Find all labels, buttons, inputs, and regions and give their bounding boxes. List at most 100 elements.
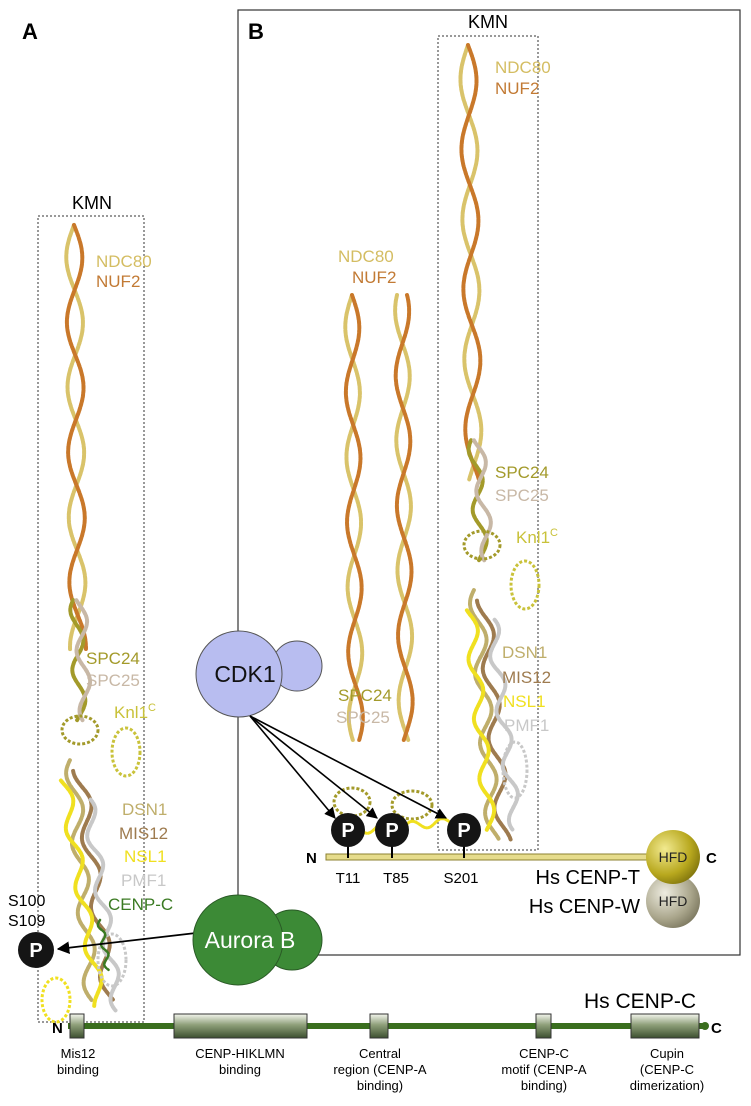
panel-b-kmn-box: [437, 35, 539, 851]
a-label-dsn1: DSN1: [122, 800, 167, 819]
b-label-ndc80-mid: NDC80: [338, 247, 394, 266]
a-label-knl1: Knl1C: [114, 702, 156, 722]
b-phospho-t85: [375, 813, 409, 847]
b-right-spc25-helix: [472, 438, 493, 563]
cdk1-arrow-t11: [249, 715, 336, 819]
b-right-mis12c-head: [501, 740, 529, 800]
panel-a-letter: A: [22, 19, 38, 44]
domain-box-central: [369, 1013, 389, 1039]
b-right-nuf2-helix: [459, 43, 483, 482]
a-spc-head: [60, 714, 100, 746]
b-right-mis12-helix: [475, 598, 513, 842]
hfd-cenpw-label: HFD: [659, 893, 688, 909]
cenpt-label: Hs CENP-T: [536, 867, 640, 889]
b-site-t85: T85: [383, 870, 409, 887]
b-phospho-label-t85: P: [385, 820, 398, 842]
b-right-nsl1-helix: [464, 608, 497, 833]
a-mis12c-head-1: [40, 976, 72, 1024]
b-phospho-label-t11: P: [341, 820, 354, 842]
b-label-dsn1: DSN1: [502, 643, 547, 662]
a-label-spc24: SPC24: [86, 649, 140, 668]
cenpt-phospho-sites: P P P: [331, 813, 481, 858]
hfd-cenpt-label: HFD: [659, 849, 688, 865]
a-site-s109: S109: [8, 913, 45, 930]
b-site-t11: T11: [336, 870, 361, 887]
panel-a-kmn-label: KMN: [72, 193, 112, 213]
a-ndc80-helix: [64, 223, 88, 653]
protein-structures: [40, 43, 541, 1024]
domain-box-motif: [535, 1013, 552, 1039]
panel-b-frame: [237, 9, 741, 956]
b-right-spc-head: [462, 529, 502, 561]
a-nuf2-helix: [64, 223, 89, 652]
domain-box-mis12: [69, 1013, 85, 1039]
cenpc-c-terminus: C: [711, 1020, 722, 1037]
a-knl1-domain: [110, 726, 142, 778]
a-spc25-helix: [74, 598, 93, 723]
b-label-nuf2-mid: NUF2: [352, 268, 396, 287]
domain-box-cupin: [630, 1013, 700, 1039]
cenpt-c-terminus: C: [706, 850, 717, 867]
cdk1-arrow-s201: [249, 715, 447, 819]
b-label-spc24-mid: SPC24: [338, 686, 392, 705]
aurora-b-kinase: Aurora B: [192, 894, 323, 986]
b-phospho-s201: [447, 813, 481, 847]
b-label-spc24-right: SPC24: [495, 463, 549, 482]
b-label-ndc80-top: NDC80: [495, 58, 551, 77]
a-spc24-helix: [68, 598, 88, 723]
cdk1-label: CDK1: [214, 661, 275, 687]
a-label-nuf2: NUF2: [96, 272, 140, 291]
cenpc-title: Hs CENP-C: [584, 990, 696, 1013]
b-label-nsl1: NSL1: [503, 692, 546, 711]
a-pmf1-helix: [85, 797, 121, 1013]
cenpc-c-end: [701, 1022, 709, 1030]
a-label-cenpc: CENP-C: [108, 895, 173, 914]
a-site-s100: S100: [8, 893, 45, 910]
b-label-mis12: MIS12: [502, 668, 551, 687]
hfd-cenpw: [646, 874, 700, 928]
b-mid2-nuf2-helix: [393, 293, 415, 742]
a-cenpc-peptide: [96, 918, 110, 972]
b-phospho-label-s201: P: [457, 820, 470, 842]
a-label-spc25: SPC25: [86, 671, 140, 690]
hfd-cenpt: [646, 830, 700, 884]
panel-b-letter: B: [248, 19, 264, 44]
a-phospho-circle: [18, 932, 54, 968]
cdk1-kinase: CDK1: [195, 630, 323, 718]
b-phospho-t11: [331, 813, 365, 847]
b-mid2-spc-head: [390, 789, 434, 821]
cenpc-n-terminus: N: [52, 1020, 63, 1037]
panel-b-kmn-label: KMN: [468, 12, 508, 32]
b-site-s201: S201: [443, 870, 478, 887]
aurora-b-arrow: [56, 932, 197, 954]
a-mis12c-head-2: [96, 932, 128, 988]
b-label-spc25-right: SPC25: [495, 486, 549, 505]
a-label-nsl1: NSL1: [124, 847, 167, 866]
a-label-ndc80: NDC80: [96, 252, 152, 271]
b-right-pmf1-helix: [488, 617, 520, 833]
b-right-knl1-domain: [509, 559, 541, 611]
b-mid1-ndc80-helix: [343, 293, 365, 742]
b-label-nuf2-top: NUF2: [495, 79, 539, 98]
cenpt-n-terminus: N: [306, 850, 317, 867]
aurora-b-label: Aurora B: [205, 927, 296, 953]
cenpw-label: Hs CENP-W: [529, 896, 640, 918]
b-mid1-nuf2-helix: [343, 293, 365, 742]
b-label-pmf1: PMF1: [504, 716, 549, 735]
a-nsl1-helix: [58, 778, 104, 1008]
panel-a-kmn-box: [37, 215, 145, 1023]
cdk1-arrow-t85: [249, 715, 378, 819]
a-label-mis12: MIS12: [119, 824, 168, 843]
b-label-knl1: Knl1C: [516, 527, 558, 547]
b-mid1-spc-head: [332, 786, 372, 818]
b-label-spc25-mid: SPC25: [336, 708, 390, 727]
a-phospho-label: P: [29, 940, 42, 962]
domain-box-hiklmn: [173, 1013, 308, 1039]
cenpt-bar: [325, 853, 667, 861]
